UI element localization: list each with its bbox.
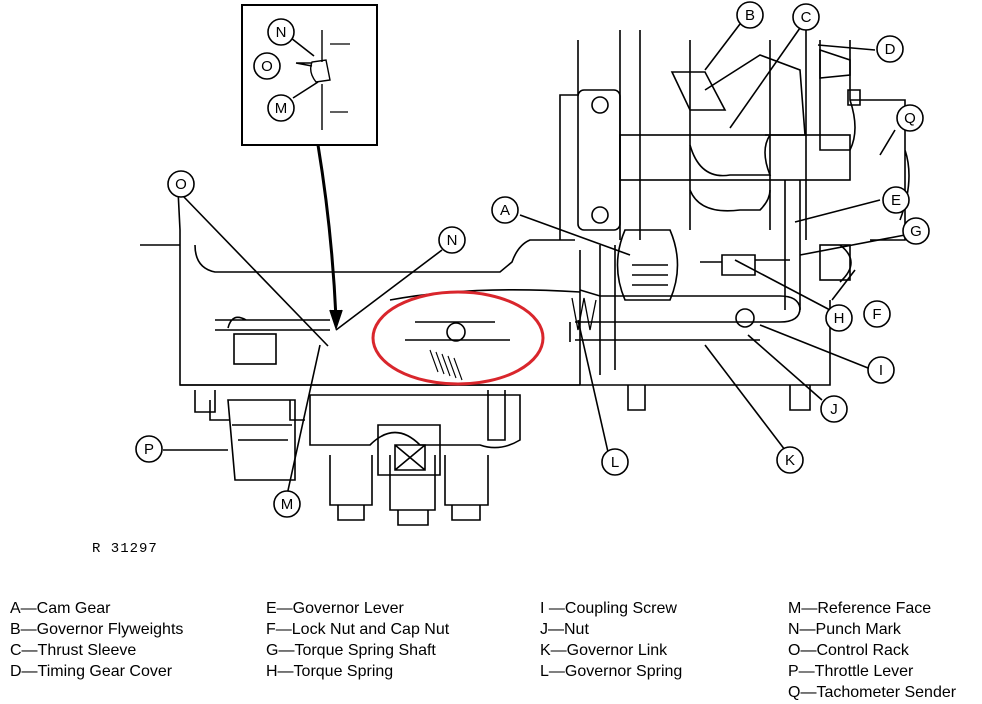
callout-b: B	[736, 1, 764, 29]
legend-item: M—Reference Face	[788, 600, 932, 617]
legend-item: K—Governor Link	[540, 642, 668, 659]
highlight-ellipse	[371, 290, 545, 386]
callout-a: A	[491, 196, 519, 224]
svg-text:J: J	[830, 401, 838, 418]
callout-e: E	[882, 186, 910, 214]
svg-text:M: M	[275, 100, 288, 117]
leader-lines	[163, 23, 906, 496]
callout-g: G	[902, 217, 930, 245]
svg-text:K: K	[785, 452, 795, 469]
callout-l: L	[601, 448, 629, 476]
callout-j: J	[820, 395, 848, 423]
figure-reference: R 31297	[92, 541, 158, 557]
legend-column-2: E—Governor Lever F—Lock Nut and Cap Nut …	[266, 598, 449, 682]
svg-text:M: M	[281, 496, 294, 513]
svg-text:A: A	[500, 202, 510, 219]
legend-item: O—Control Rack	[788, 642, 909, 659]
svg-text:I: I	[879, 362, 883, 379]
legend-item: D—Timing Gear Cover	[10, 663, 173, 680]
svg-text:C: C	[801, 9, 812, 26]
legend-item: B—Governor Flyweights	[10, 621, 184, 638]
legend-item: L—Governor Spring	[540, 663, 683, 680]
svg-text:L: L	[611, 454, 619, 471]
legend-column-4: M—Reference Face N—Punch Mark O—Control …	[788, 598, 956, 703]
legend-column-3: I —Coupling Screw J—Nut K—Governor Link …	[540, 598, 682, 682]
callout-m-inset: M	[267, 94, 295, 122]
svg-text:F: F	[872, 306, 881, 323]
svg-text:P: P	[144, 441, 154, 458]
svg-text:H: H	[834, 310, 845, 327]
svg-text:E: E	[891, 192, 901, 209]
legend-column-1: A—Cam Gear B—Governor Flyweights C—Thrus…	[10, 598, 183, 682]
callout-p: P	[135, 435, 163, 463]
callout-h: H	[825, 304, 853, 332]
callout-m: M	[273, 490, 301, 518]
callout-o-inset: O	[253, 52, 281, 80]
legend-item: Q—Tachometer Sender	[788, 684, 957, 701]
legend-item: H—Torque Spring	[266, 663, 394, 680]
svg-text:B: B	[745, 7, 755, 24]
callout-o: O	[167, 170, 195, 198]
svg-text:O: O	[175, 176, 187, 193]
svg-text:N: N	[276, 24, 287, 41]
callout-d: D	[876, 35, 904, 63]
callout-i: I	[867, 356, 895, 384]
callout-f: F	[863, 300, 891, 328]
legend-item: I —Coupling Screw	[540, 600, 677, 617]
legend-item: A—Cam Gear	[10, 600, 111, 617]
legend-item: F—Lock Nut and Cap Nut	[266, 621, 450, 638]
legend-item: J—Nut	[540, 621, 589, 638]
callout-n-inset: N	[267, 18, 295, 46]
legend-item: C—Thrust Sleeve	[10, 642, 137, 659]
svg-text:N: N	[447, 232, 458, 249]
callout-q: Q	[896, 104, 924, 132]
legend-item: G—Torque Spring Shaft	[266, 642, 436, 659]
legend-item: P—Throttle Lever	[788, 663, 914, 680]
svg-text:G: G	[910, 223, 922, 240]
callout-c: C	[792, 3, 820, 31]
legend-item: E—Governor Lever	[266, 600, 404, 617]
svg-text:O: O	[261, 58, 273, 75]
svg-text:Q: Q	[904, 110, 916, 127]
callout-k: K	[776, 446, 804, 474]
svg-text:D: D	[885, 41, 896, 58]
governor-diagram: N O M O N A B C D Q E G F H I J K L M P	[135, 1, 930, 526]
callout-n: N	[438, 226, 466, 254]
legend-item: N—Punch Mark	[788, 621, 901, 638]
